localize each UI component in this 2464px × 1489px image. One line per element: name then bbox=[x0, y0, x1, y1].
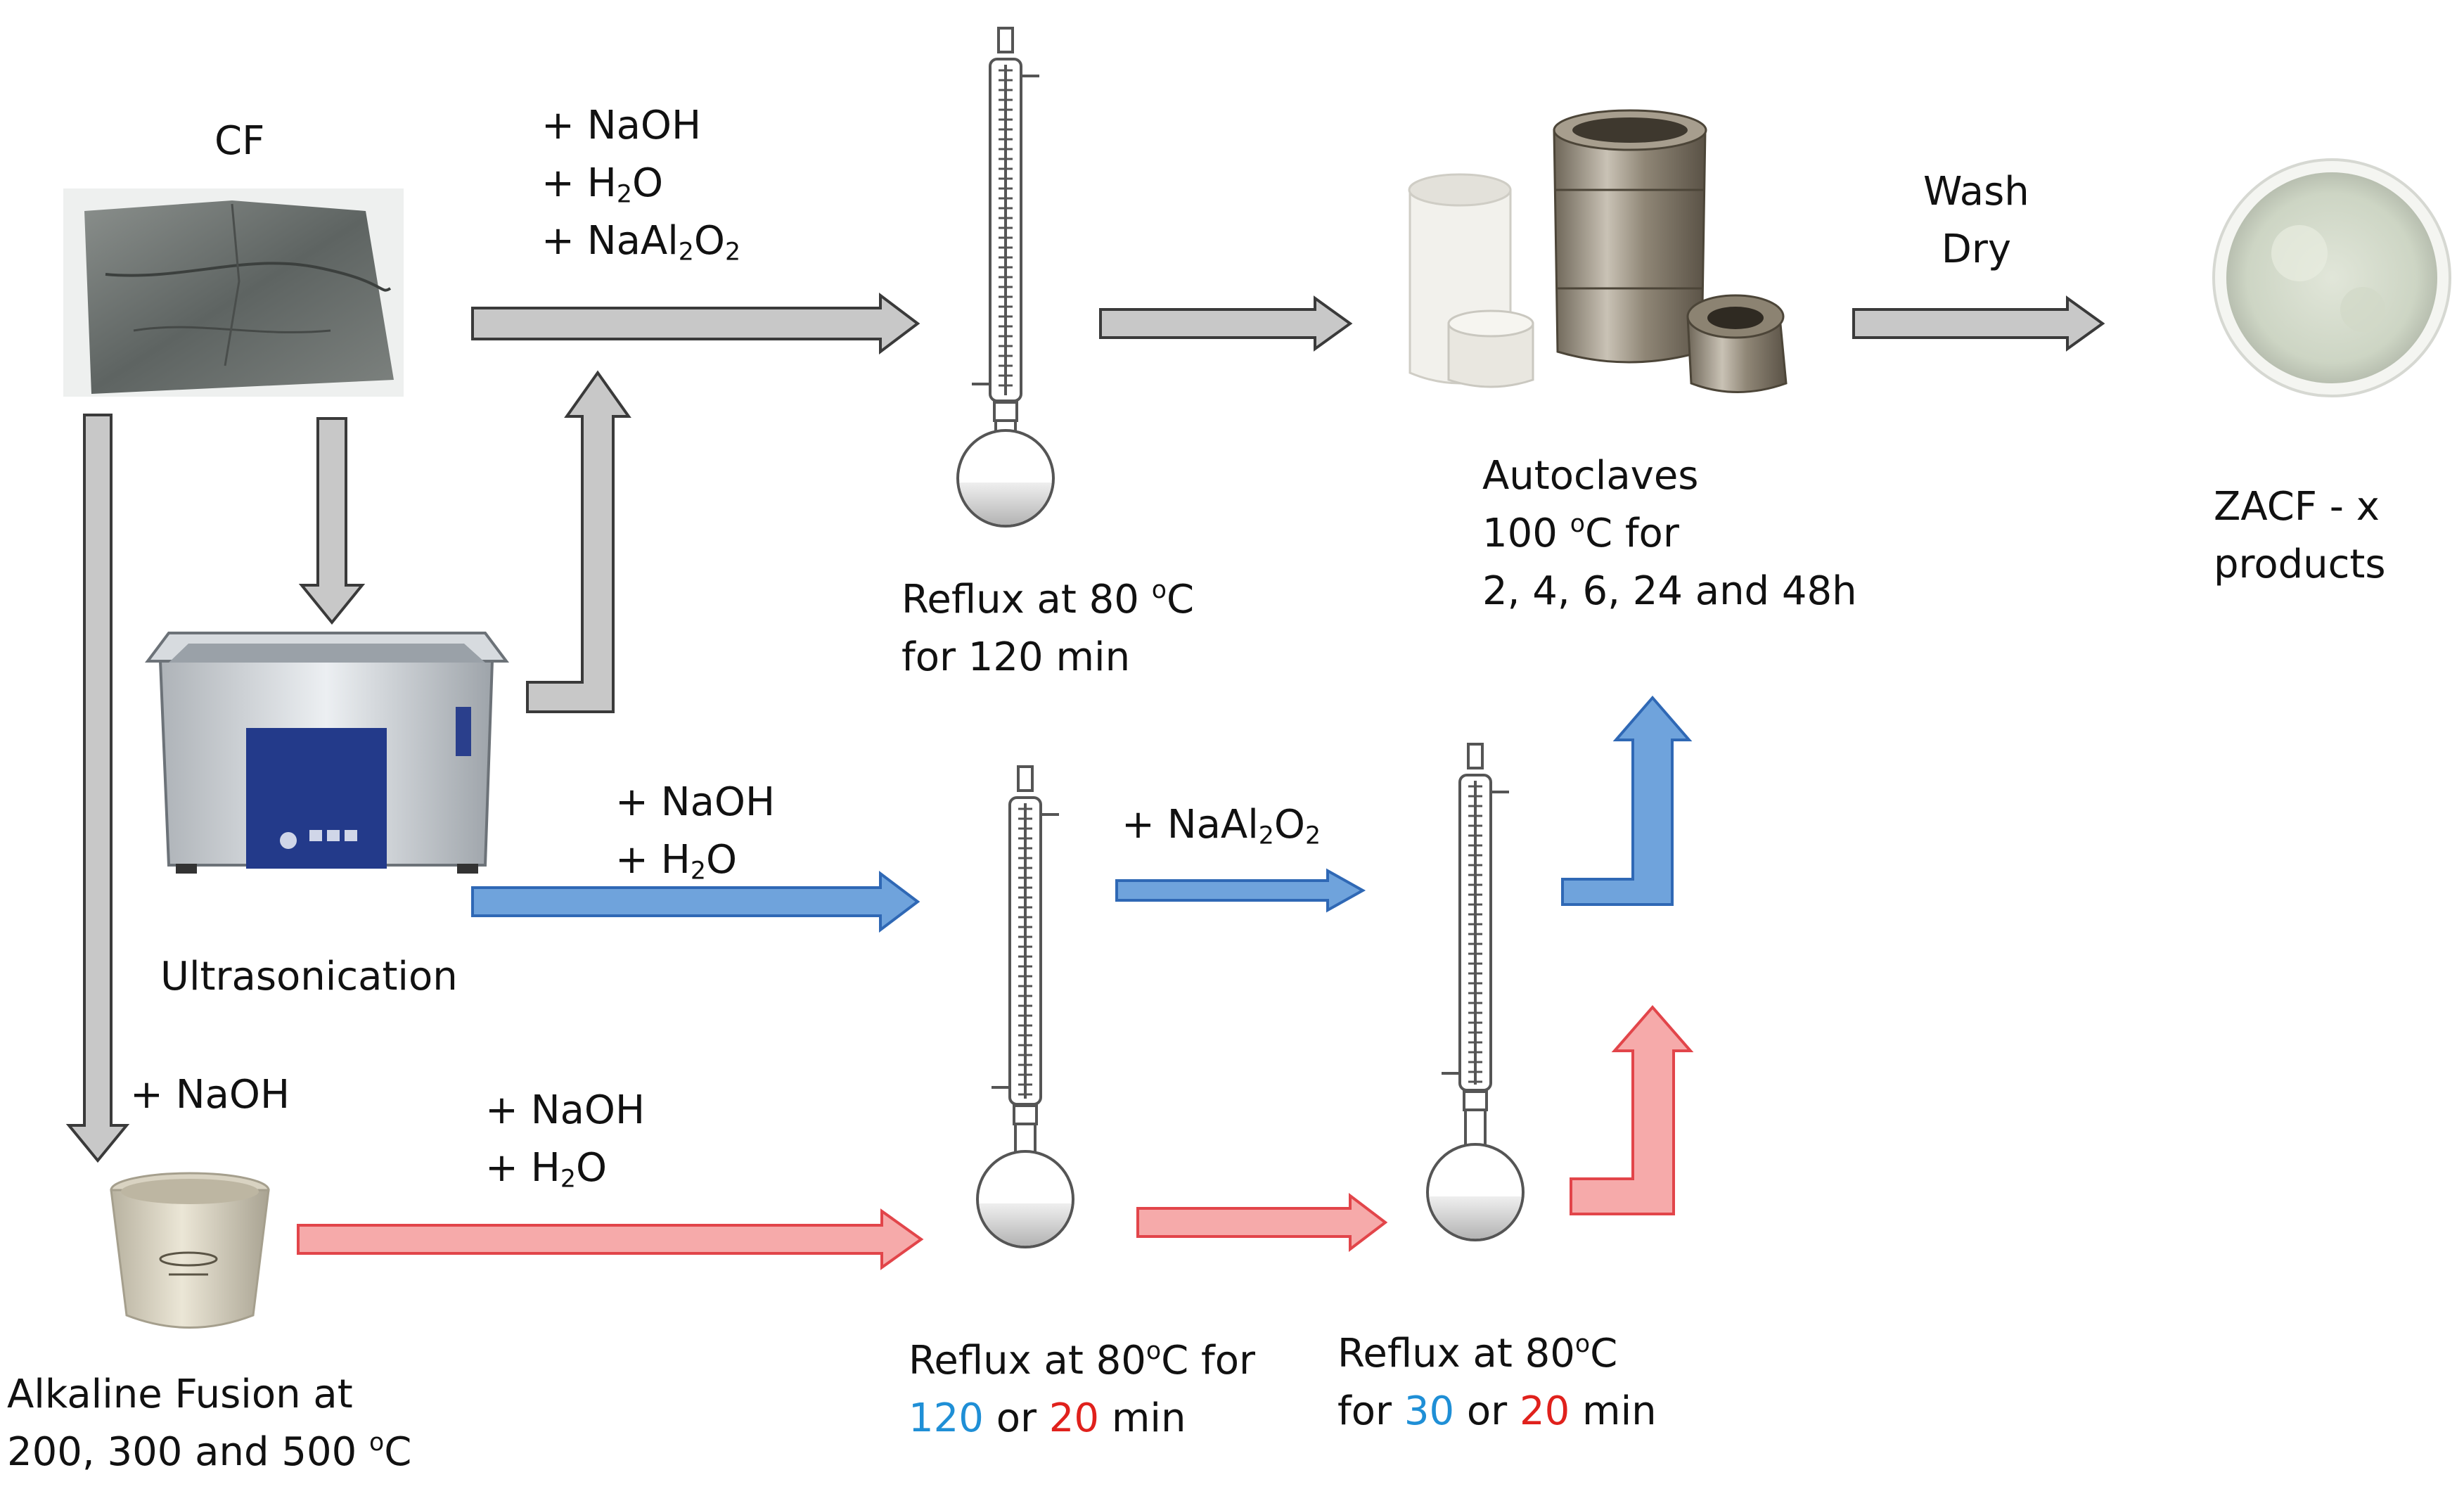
arrow-cf-to-reflux bbox=[471, 292, 920, 355]
reagent-naalo2: + NaAl2O2 bbox=[541, 218, 741, 267]
condenser-nozzle bbox=[997, 27, 1014, 53]
flask-liquid bbox=[959, 483, 1052, 525]
arrow-reflux-to-reflux-red bbox=[1136, 1192, 1388, 1253]
autoclave-image bbox=[1408, 109, 1788, 393]
product-label: ZACF - x products bbox=[2214, 484, 2386, 587]
cf-sample-image bbox=[63, 188, 404, 397]
condenser-nozzle bbox=[1467, 743, 1484, 769]
crucible-image bbox=[110, 1172, 270, 1329]
reflux-top-label: Reflux at 80 oC for 120 min bbox=[901, 576, 1195, 680]
reagents-red-label: + NaOH + H2O bbox=[485, 1087, 646, 1194]
flask-neck bbox=[1464, 1110, 1487, 1150]
autoclaves-label: Autoclaves 100 oC for 2, 4, 6, 24 and 48… bbox=[1482, 453, 1857, 614]
reflux-right-label: Reflux at 80oC for 30 or 20 min bbox=[1337, 1330, 1657, 1434]
product-dish-image bbox=[2212, 158, 2451, 397]
reagent-naoh: + NaOH bbox=[541, 103, 702, 148]
reflux-mid-label: Reflux at 80oC for 120 or 20 min bbox=[909, 1337, 1256, 1441]
reflux-flask-top bbox=[956, 27, 1055, 528]
arrow-red-route-to-autoclave bbox=[1570, 1004, 1694, 1215]
ultrasonication-label: Ultrasonication bbox=[160, 954, 458, 999]
arrow-fusion-to-reflux bbox=[297, 1208, 924, 1270]
condenser-nozzle bbox=[1017, 765, 1034, 792]
reflux-flask-right bbox=[1426, 743, 1525, 1241]
arrow-ultrasonication-to-top-route bbox=[526, 370, 631, 713]
reagents-blue-label: + NaOH + H2O bbox=[615, 779, 776, 886]
ultrasonic-bath-image bbox=[145, 632, 509, 874]
naoh-fusion-label: + NaOH bbox=[130, 1072, 290, 1118]
condenser-joint bbox=[1013, 1104, 1038, 1125]
condenser-joint bbox=[1463, 1090, 1488, 1111]
flask-liquid bbox=[979, 1203, 1072, 1246]
reflux-flask-mid bbox=[976, 765, 1074, 1248]
cf-label: CF bbox=[214, 118, 265, 164]
arrow-reflux-to-autoclave bbox=[1099, 295, 1353, 352]
arrow-ultrasonication-to-reflux bbox=[471, 870, 920, 933]
naalo2-blue-label: + NaAl2O2 bbox=[1122, 802, 1321, 850]
condenser-joint bbox=[993, 401, 1018, 422]
alkaline-fusion-label: Alkaline Fusion at 200, 300 and 500 oC bbox=[7, 1372, 412, 1475]
reagent-h2o: + H2O bbox=[541, 160, 664, 209]
flask-liquid bbox=[1429, 1196, 1522, 1239]
arrow-reflux-to-reflux-blue bbox=[1115, 868, 1366, 913]
wash-dry-label: Wash Dry bbox=[1923, 169, 2029, 272]
arrow-autoclave-to-product bbox=[1852, 295, 2105, 352]
arrow-cf-to-ultrasonication bbox=[298, 417, 366, 625]
arrow-blue-route-to-autoclave bbox=[1561, 695, 1693, 906]
reagents-top-label: + NaOH + H2O + NaAl2O2 bbox=[541, 97, 740, 270]
arrow-cf-to-alkaline-fusion bbox=[65, 414, 130, 1163]
